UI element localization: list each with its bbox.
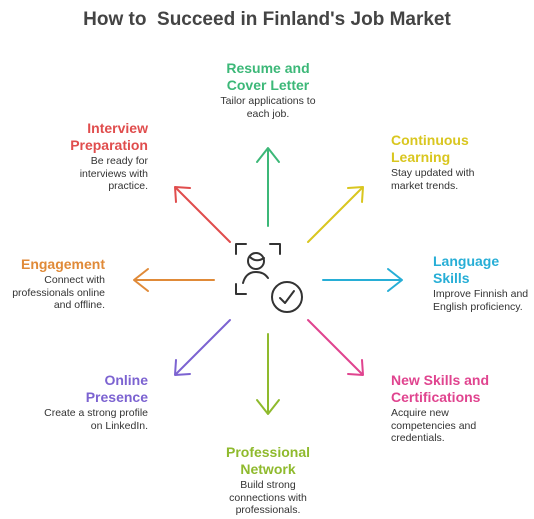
desc-line: practice.: [108, 180, 148, 192]
item-online-presence: Online Presence Create a strong profile …: [10, 372, 148, 432]
heading-line: Skills: [433, 270, 470, 286]
heading-line: New Skills and: [391, 372, 490, 388]
arrow-professional-network: [256, 333, 280, 415]
desc-line: credentials.: [391, 432, 445, 444]
desc-line: market trends.: [391, 179, 459, 192]
desc-line: Tailor applications to: [220, 95, 316, 107]
item-resume-heading: Resume and Cover Letter: [196, 60, 340, 94]
item-resume-desc: Tailor applications to each job.: [196, 95, 340, 120]
person-target-icon: [235, 243, 281, 295]
desc-line: each job.: [246, 107, 290, 120]
item-network-heading: Professional Network: [196, 444, 340, 478]
item-continuous-learning: Continuous Learning Stay updated with ma…: [391, 132, 531, 192]
heading-line: Online: [104, 372, 148, 388]
item-newskills-heading: New Skills and Certifications: [391, 372, 531, 406]
desc-line: and offline.: [53, 299, 105, 311]
desc-line: connections with: [229, 491, 307, 504]
item-engagement: Engagement Connect with professionals on…: [6, 256, 105, 312]
item-resume: Resume and Cover Letter Tailor applicati…: [196, 60, 340, 120]
item-professional-network: Professional Network Build strong connec…: [196, 444, 340, 517]
arrow-interview-preparation: [174, 186, 231, 243]
desc-line: English proficiency.: [433, 300, 523, 313]
desc-line: Acquire new: [391, 407, 449, 419]
heading-line: Presence: [85, 389, 148, 405]
desc-line: on LinkedIn.: [90, 419, 148, 432]
item-online-heading: Online Presence: [10, 372, 148, 406]
checkmark-circle-icon: [271, 281, 303, 313]
item-online-desc: Create a strong profile on LinkedIn.: [10, 407, 148, 432]
heading-line: Resume and: [226, 60, 310, 76]
item-language-desc: Improve Finnish and English proficiency.: [433, 288, 533, 313]
arrow-resume: [256, 147, 280, 227]
heading-line: Continuous: [391, 132, 469, 148]
arrow-new-skills: [307, 319, 364, 376]
item-continuous-desc: Stay updated with market trends.: [391, 167, 531, 192]
item-engagement-desc: Connect with professionals online and of…: [6, 274, 105, 312]
heading-line: Learning: [391, 149, 451, 165]
item-interview-heading: Interview Preparation: [40, 120, 148, 154]
item-interview-desc: Be ready for interviews with practice.: [40, 155, 148, 193]
desc-line: competencies and: [391, 419, 477, 432]
desc-line: professionals.: [235, 504, 301, 516]
item-engagement-heading: Engagement: [6, 256, 105, 273]
heading-line: Certifications: [391, 389, 481, 405]
arrow-continuous-learning: [307, 186, 364, 243]
arrow-online-presence: [174, 319, 231, 376]
desc-line: interviews with: [79, 167, 148, 180]
item-new-skills: New Skills and Certifications Acquire ne…: [391, 372, 531, 445]
heading-line: Engagement: [20, 256, 105, 272]
heading-line: Network: [240, 461, 296, 477]
desc-line: professionals online: [12, 286, 105, 299]
heading-line: Professional: [225, 444, 311, 460]
desc-line: Connect with: [44, 274, 105, 286]
heading-line: Cover Letter: [226, 77, 310, 93]
diagram-title: How to Succeed in Finland's Job Market: [83, 9, 451, 30]
item-newskills-desc: Acquire new competencies and credentials…: [391, 407, 531, 445]
desc-line: Create a strong profile: [44, 407, 148, 419]
arrow-engagement: [133, 268, 215, 292]
item-network-desc: Build strong connections with profession…: [196, 479, 340, 517]
item-continuous-heading: Continuous Learning: [391, 132, 531, 166]
desc-line: Stay updated with: [391, 167, 475, 179]
item-language-skills: Language Skills Improve Finnish and Engl…: [433, 253, 533, 313]
item-interview-preparation: Interview Preparation Be ready for inter…: [40, 120, 148, 193]
desc-line: Improve Finnish and: [433, 288, 529, 300]
arrow-language-skills: [322, 268, 403, 292]
item-language-heading: Language Skills: [433, 253, 533, 287]
heading-line: Interview: [87, 120, 148, 136]
desc-line: Be ready for: [90, 155, 148, 167]
desc-line: Build strong: [240, 479, 296, 491]
heading-line: Language: [433, 253, 500, 269]
heading-line: Preparation: [70, 137, 148, 153]
